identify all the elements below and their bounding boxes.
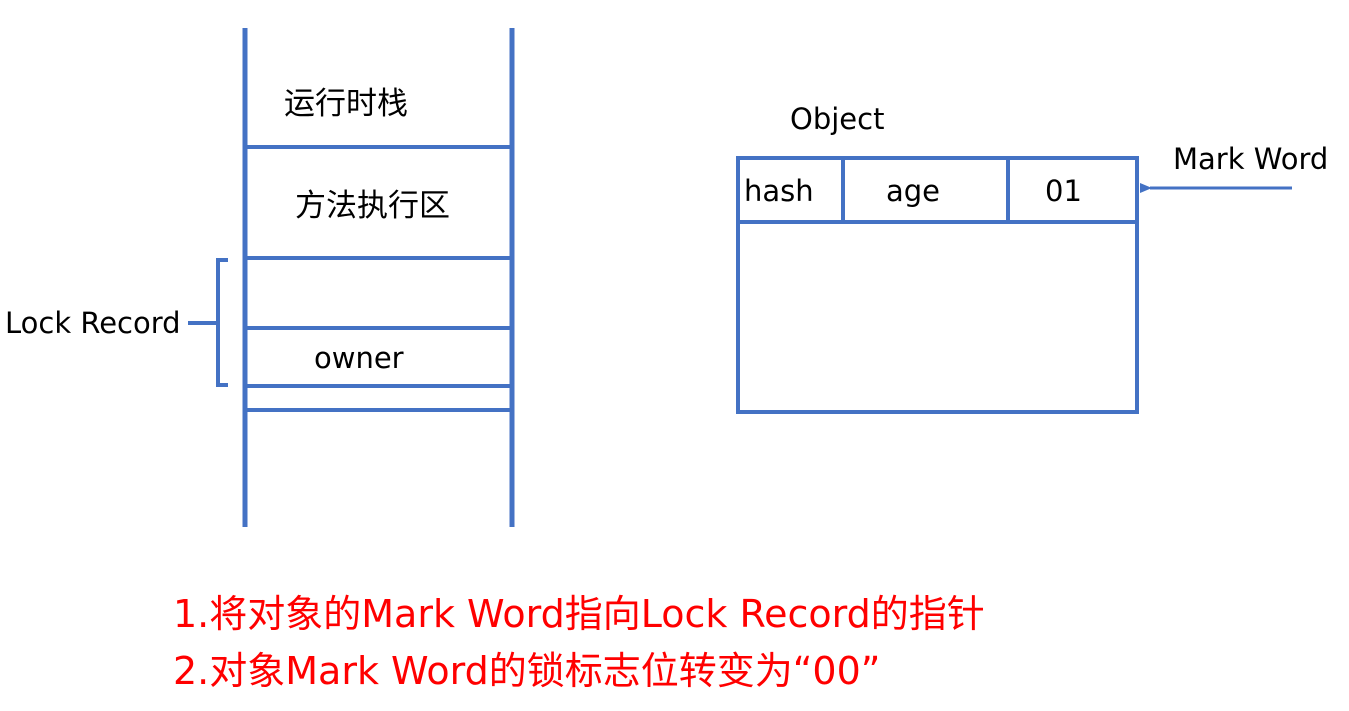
lock-record-label: Lock Record — [5, 306, 181, 340]
owner-label: owner — [314, 341, 404, 375]
notes: 1.将对象的Mark Word指向Lock Record的指针 2.对象Mark… — [173, 592, 985, 693]
mark-word-hash-field: hash — [744, 174, 814, 208]
object-outline — [736, 156, 1139, 414]
mark-word-age-field: age — [886, 174, 940, 208]
bracket-shape — [216, 258, 228, 387]
mark-word-label: Mark Word — [1173, 142, 1328, 176]
note-line-1: 1.将对象的Mark Word指向Lock Record的指针 — [173, 592, 985, 636]
object-box: Object hash age 01 — [736, 102, 1139, 414]
method-area-label: 方法执行区 — [295, 188, 450, 224]
runtime-stack: 运行时栈 方法执行区 owner — [242, 28, 515, 527]
note-line-2: 2.对象Mark Word的锁标志位转变为“00” — [173, 649, 880, 693]
object-title: Object — [790, 102, 884, 136]
mark-word-lock-flag-field: 01 — [1045, 174, 1082, 208]
lock-record-bracket: Lock Record — [5, 258, 228, 387]
runtime-stack-title: 运行时栈 — [284, 86, 408, 122]
mark-word-pointer: Mark Word — [1140, 142, 1328, 193]
